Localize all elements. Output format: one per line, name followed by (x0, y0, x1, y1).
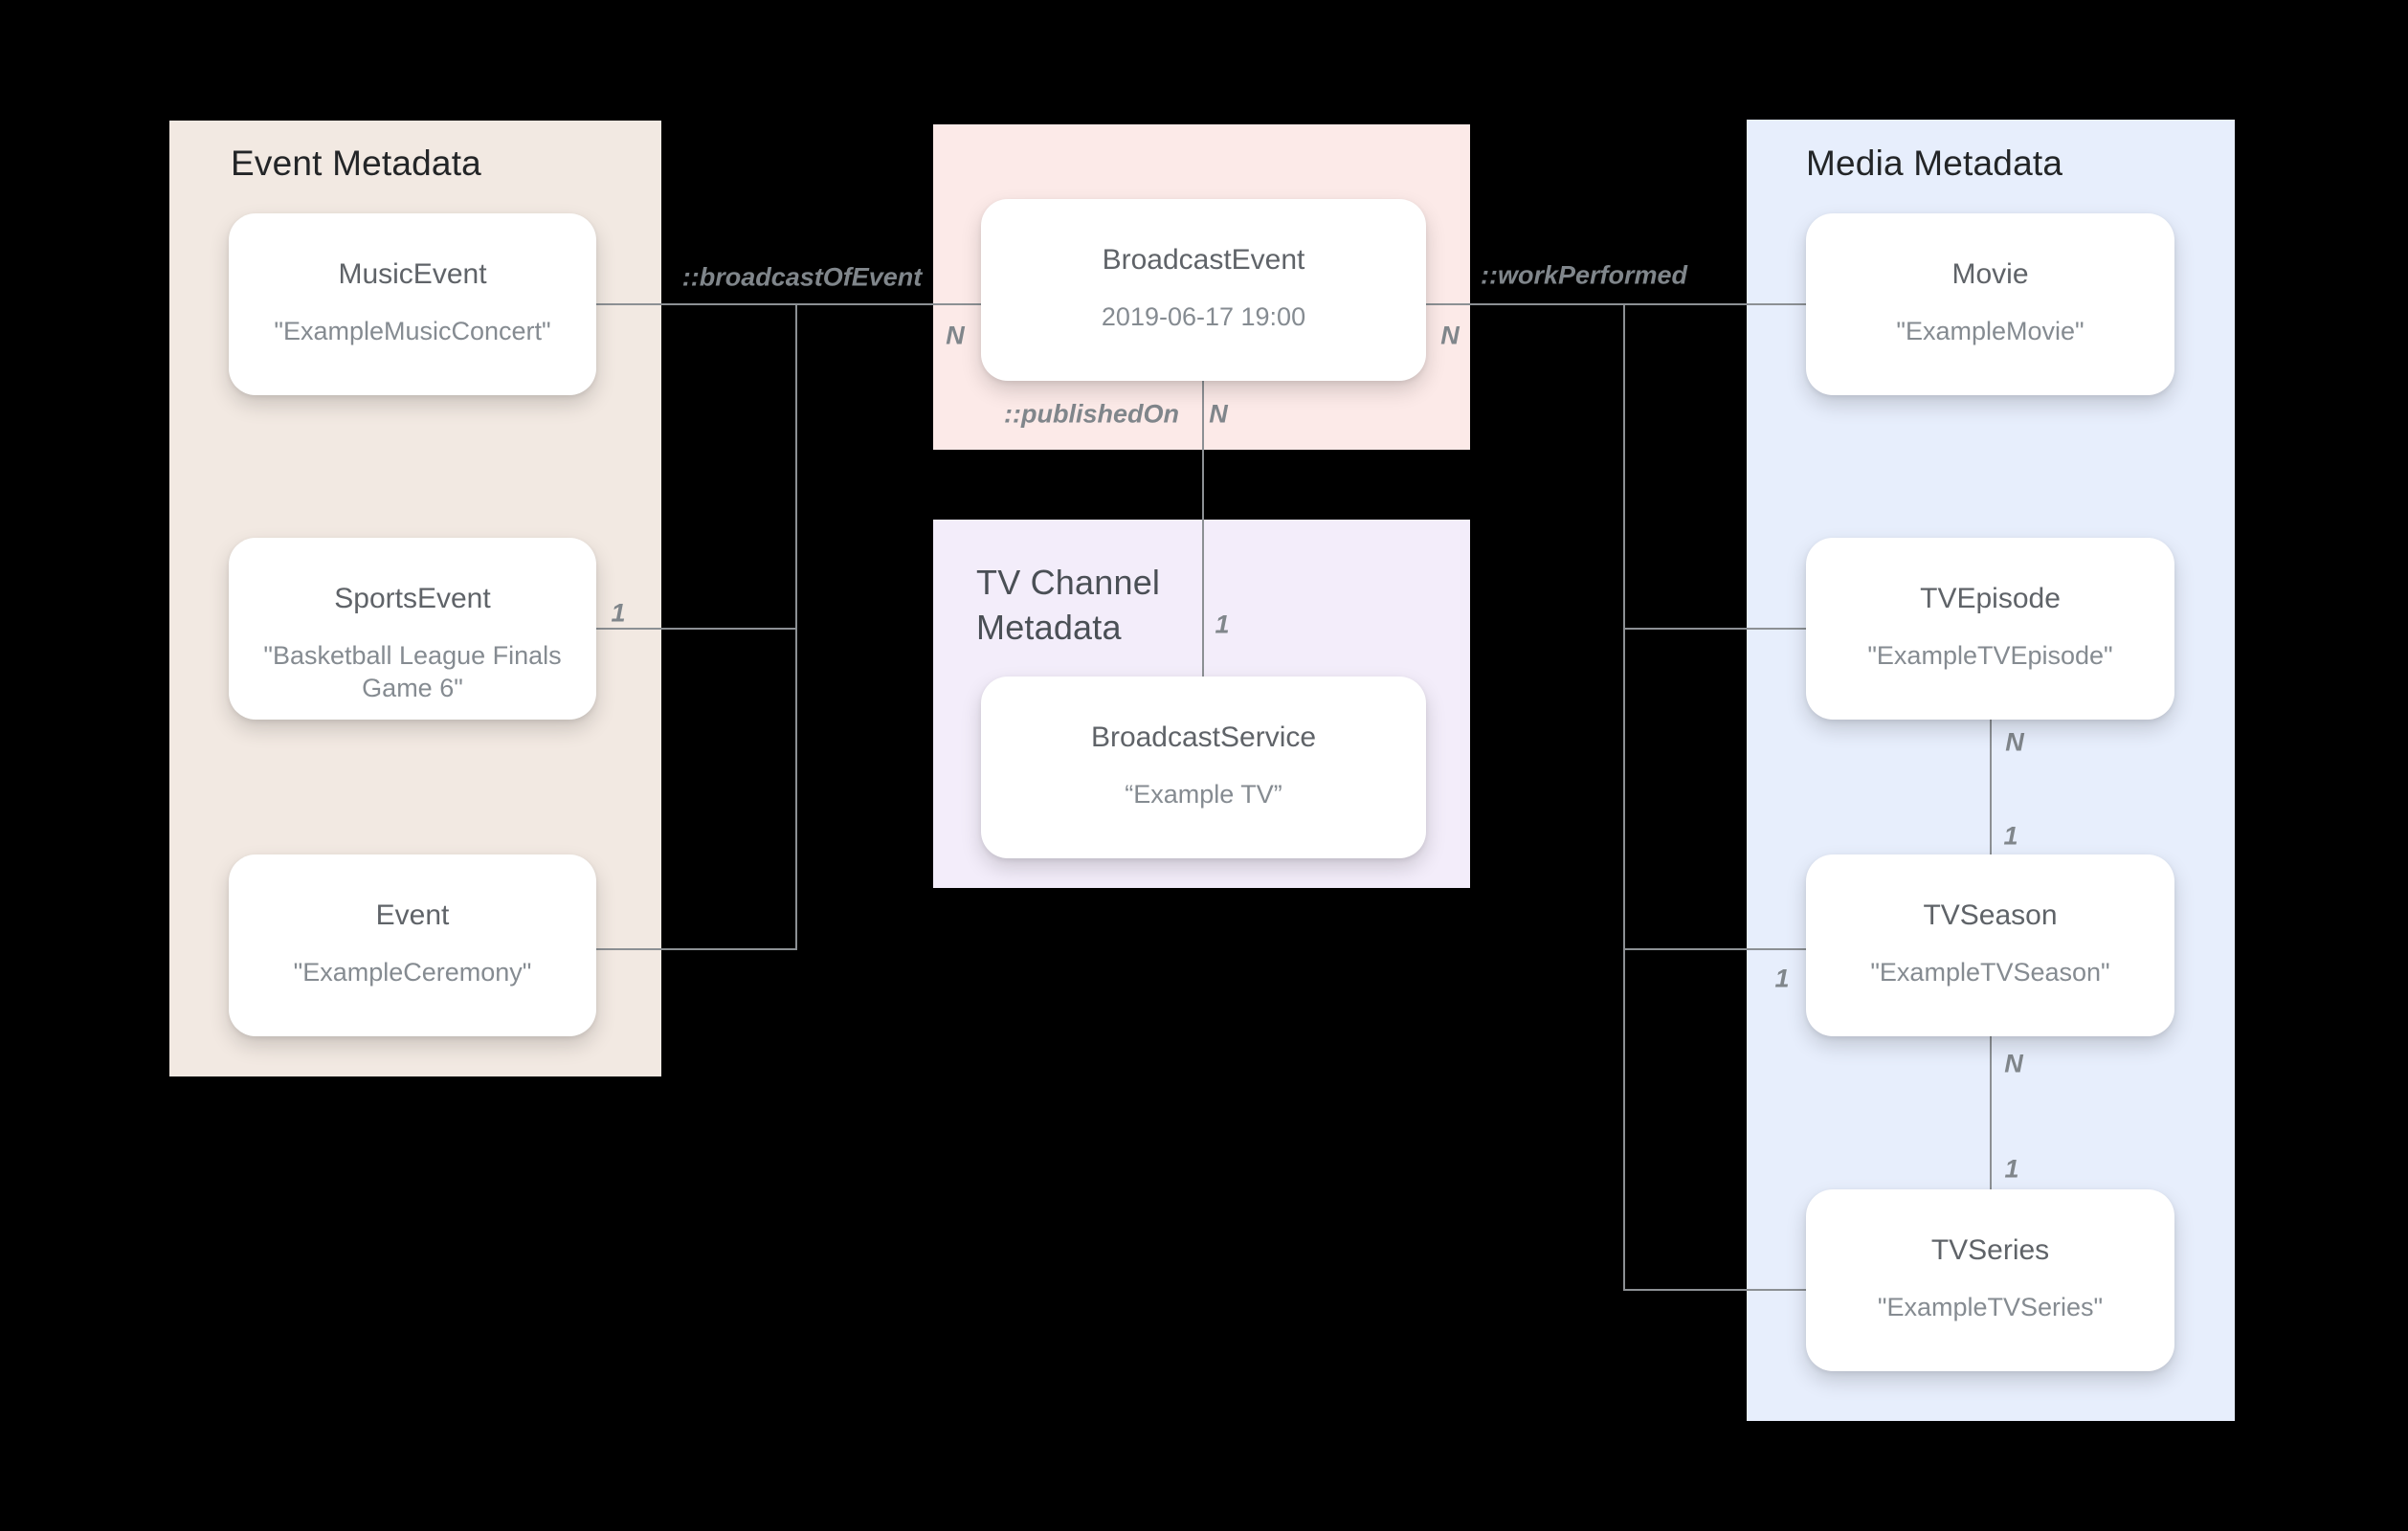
entity-card-sportsevent: SportsEvent "Basketball League Finals Ga… (229, 538, 596, 720)
line-tvepisode-branch (1624, 628, 1806, 630)
entity-name: MusicEvent (338, 258, 487, 290)
line-tvepisode-tvseason (1990, 720, 1992, 854)
cardinality-publishedon-one: 1 (1215, 610, 1230, 639)
entity-example-value: "ExampleMusicConcert" (274, 317, 551, 345)
entity-card-tvseason: TVSeason "ExampleTVSeason" (1806, 854, 2174, 1036)
cardinality-episode-n: N (2005, 727, 2024, 757)
entity-name: TVEpisode (1920, 583, 2061, 614)
cardinality-broadcastevent-left: N (946, 321, 965, 350)
entity-example-value: "ExampleTVSeason" (1870, 958, 2110, 987)
line-sportsevent-branch (596, 628, 797, 630)
entity-card-tvseries: TVSeries "ExampleTVSeries" (1806, 1189, 2174, 1371)
entity-name: Movie (1951, 258, 2029, 290)
cardinality-season-one: 1 (2003, 821, 2018, 851)
line-publishedon (1202, 381, 1204, 677)
line-musicevent-broadcastevent (596, 303, 981, 305)
entity-example-value: "Basketball League Finals Game 6" (263, 641, 562, 702)
relation-label-workperformed: ::workPerformed (1480, 260, 1688, 290)
cardinality-publishedon-n: N (1209, 399, 1228, 429)
line-tvseason-tvseries (1990, 1036, 1992, 1189)
entity-card-broadcastservice: BroadcastService “Example TV” (981, 677, 1426, 858)
line-broadcastevent-movie (1426, 303, 1806, 305)
entity-name: BroadcastEvent (1102, 244, 1305, 276)
entity-card-musicevent: MusicEvent "ExampleMusicConcert" (229, 213, 596, 395)
entity-card-movie: Movie "ExampleMovie" (1806, 213, 2174, 395)
entity-card-tvepisode: TVEpisode "ExampleTVEpisode" (1806, 538, 2174, 720)
tv-channel-metadata-title: TV Channel Metadata (976, 563, 1161, 647)
line-tvseries-branch (1624, 1289, 1806, 1291)
event-metadata-title: Event Metadata (231, 144, 481, 183)
line-tvseason-branch (1624, 948, 1806, 950)
entity-example-value: "ExampleTVSeries" (1877, 1293, 2104, 1321)
entity-card-event: Event "ExampleCeremony" (229, 854, 596, 1036)
entity-name: TVSeason (1923, 899, 2058, 931)
line-event-trunk (795, 303, 797, 950)
relation-label-publishedon: ::publishedOn (1004, 399, 1179, 429)
cardinality-season-n: N (2004, 1049, 2023, 1078)
entity-example-value: “Example TV” (1125, 780, 1282, 809)
cardinality-series-one: 1 (2004, 1154, 2019, 1184)
entity-example-value: "ExampleMovie" (1896, 317, 2085, 345)
entity-name: TVSeries (1930, 1234, 2050, 1266)
entity-name: BroadcastService (1090, 721, 1317, 753)
entity-name: Event (375, 899, 450, 931)
cardinality-broadcastevent-right: N (1440, 321, 1460, 350)
line-event-branch (596, 948, 797, 950)
entity-example-value: "ExampleTVEpisode" (1867, 641, 2113, 670)
entity-card-broadcastevent: BroadcastEvent 2019-06-17 19:00 (981, 199, 1426, 381)
line-work-trunk (1623, 303, 1625, 1291)
entity-name: SportsEvent (334, 583, 491, 614)
entity-example-value: "ExampleCeremony" (293, 958, 532, 987)
relation-label-broadcastofevent: ::broadcastOfEvent (681, 262, 923, 292)
media-metadata-title: Media Metadata (1806, 144, 2063, 183)
entity-example-value: 2019-06-17 19:00 (1101, 302, 1306, 331)
cardinality-events-one: 1 (611, 598, 626, 628)
cardinality-works-one: 1 (1774, 964, 1790, 993)
